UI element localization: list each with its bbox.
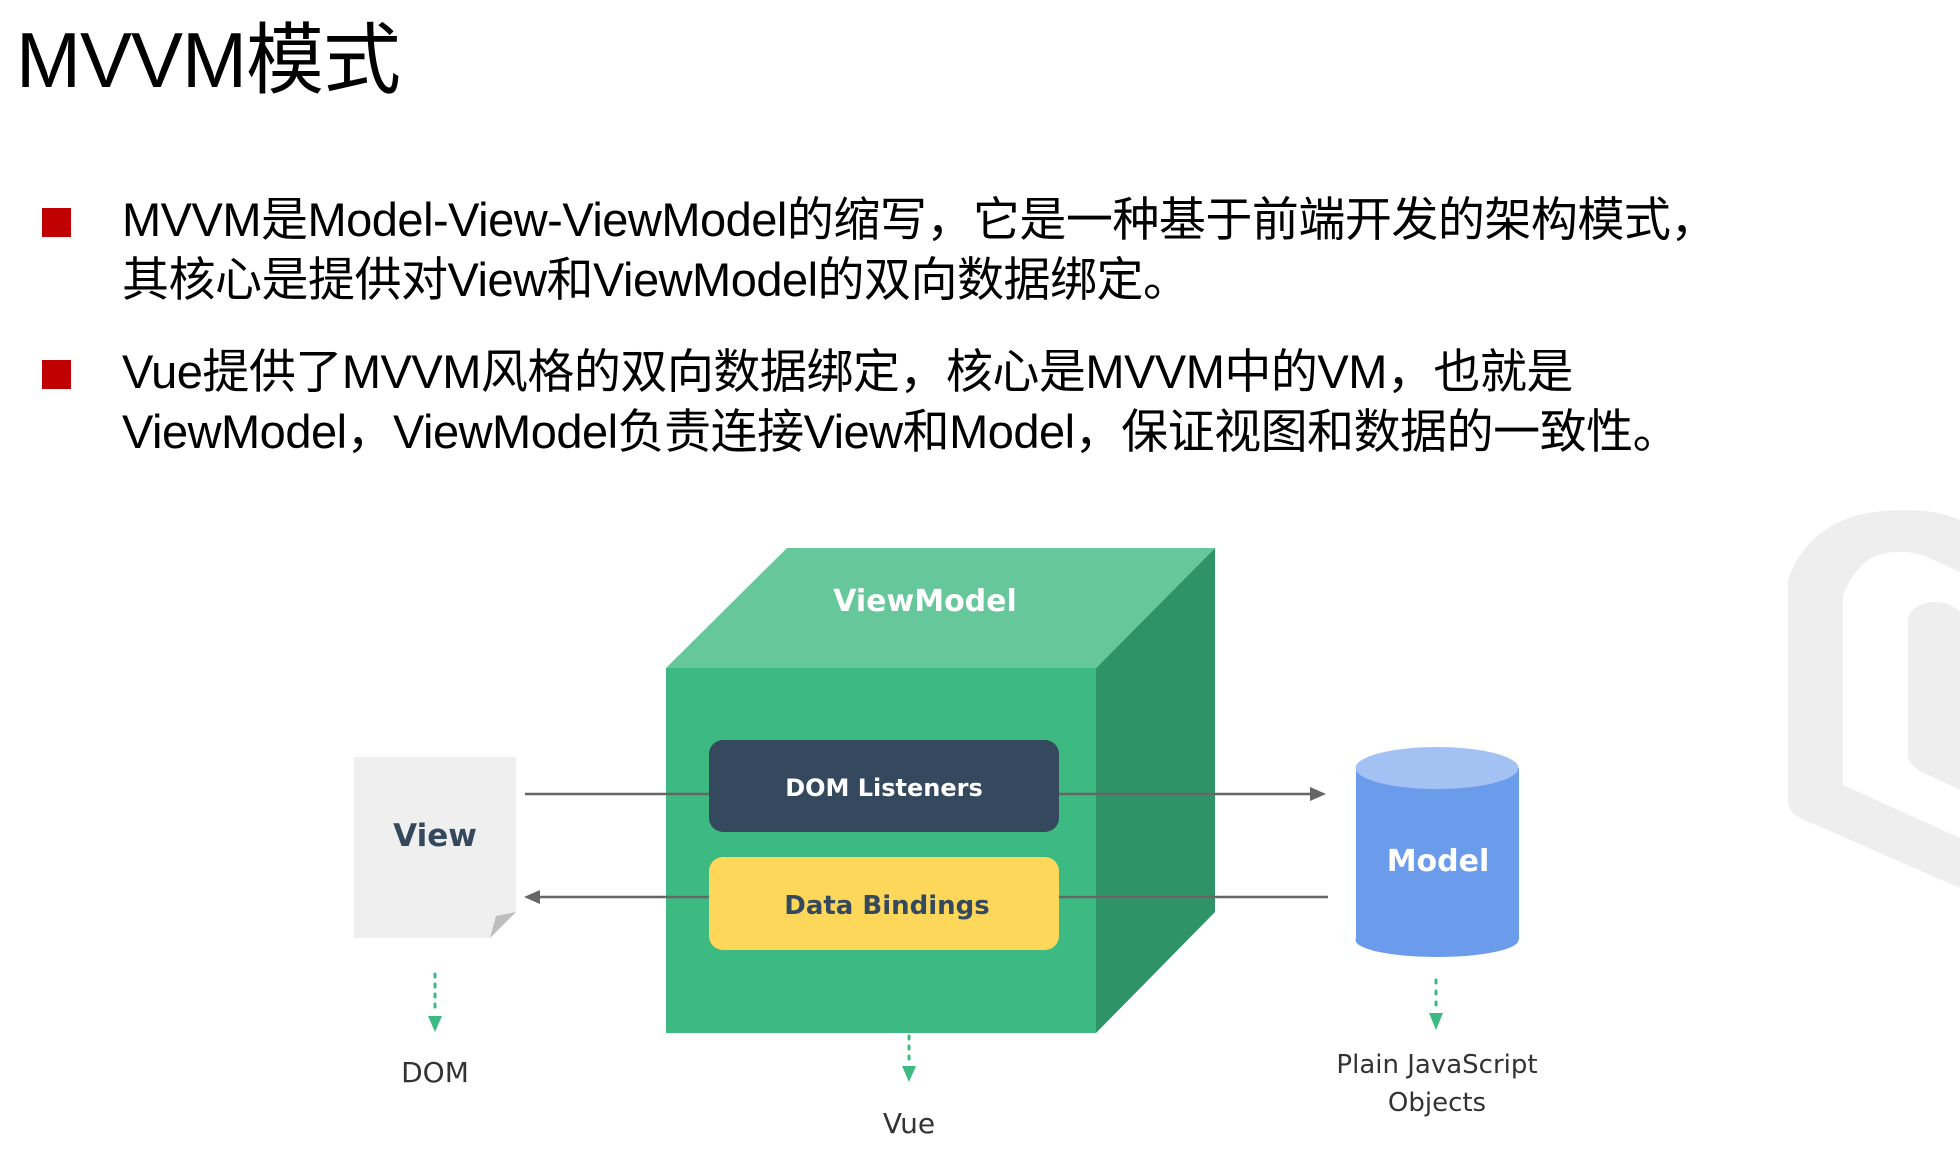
model-label: Model (1387, 844, 1490, 879)
view-label: View (393, 818, 477, 854)
dom-listeners-box (709, 740, 1059, 832)
arrow-down-icon (1429, 1013, 1443, 1030)
arrowhead-right-icon (1310, 787, 1326, 801)
bullet-line: MVVM是Model-View-ViewModel的缩写，它是一种基于前端开发的… (122, 193, 1717, 246)
bullet-text: Vue提供了MVVM风格的双向数据绑定，核心是MVVM中的VM，也就是 View… (122, 342, 1922, 462)
dom-listeners-label: DOM Listeners (785, 774, 983, 802)
data-bindings-label: Data Bindings (784, 891, 990, 921)
arrow-down-icon (428, 1016, 442, 1032)
arrow-down-icon (902, 1066, 916, 1082)
bullet-line: Vue提供了MVVM风格的双向数据绑定，核心是MVVM中的VM，也就是 (122, 345, 1573, 398)
watermark-logo-icon (1788, 510, 1960, 888)
model-cylinder-body (1356, 768, 1519, 940)
plain-js-objects-caption: Plain JavaScript (1336, 1050, 1537, 1080)
bullet-line: 其核心是提供对View和ViewModel的双向数据绑定。 (122, 253, 1190, 306)
model-cylinder-bottom (1355, 923, 1519, 957)
viewmodel-label: ViewModel (833, 584, 1017, 619)
model-cylinder-top (1355, 747, 1519, 789)
viewmodel-cube-side (1096, 548, 1215, 1033)
bullet-marker (42, 360, 71, 389)
viewmodel-cube-top (666, 548, 1215, 668)
bullet-text: MVVM是Model-View-ViewModel的缩写，它是一种基于前端开发的… (122, 190, 1922, 310)
plain-js-objects-caption: Objects (1388, 1088, 1486, 1118)
view-document-icon (354, 757, 516, 938)
page-fold-icon (490, 912, 516, 938)
data-bindings-box (709, 857, 1059, 950)
vue-caption: Vue (883, 1107, 935, 1140)
arrowhead-left-icon (524, 890, 540, 904)
bullet-line: ViewModel，ViewModel负责连接View和Model，保证视图和数… (122, 405, 1680, 458)
dom-caption: DOM (401, 1056, 469, 1089)
bullet-marker (42, 208, 71, 237)
viewmodel-cube-front (666, 668, 1096, 1033)
slide-title: MVVM模式 (16, 16, 401, 104)
